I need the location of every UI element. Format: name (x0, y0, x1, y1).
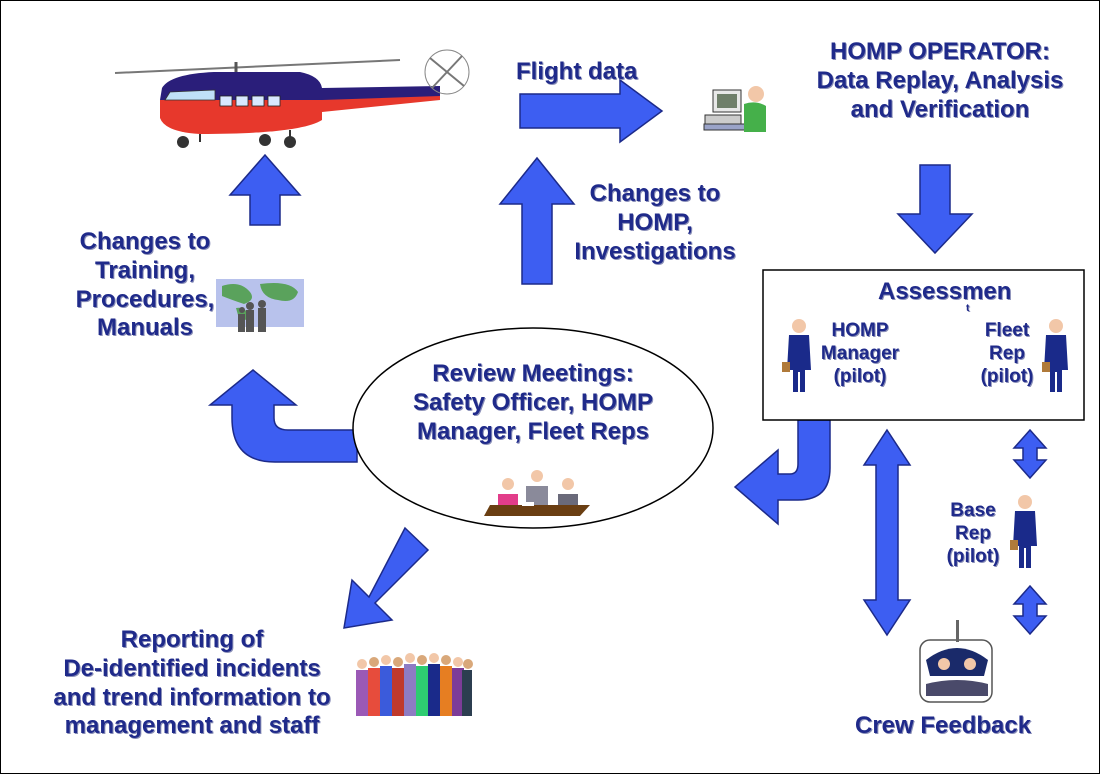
arrow-fleet-base (1012, 428, 1048, 480)
base-rep-line-1: Base (950, 500, 996, 521)
changes-training-line-3: Procedures, (75, 285, 215, 313)
crowd-of-staff-icon (356, 653, 473, 716)
reporting-label: Reporting of De-identified incidents and… (22, 626, 362, 741)
assessment-title: Assessmen t (878, 278, 1011, 315)
crew-feedback-label: Crew Feedback (855, 712, 1032, 739)
businessman-icon (782, 319, 811, 392)
changes-training-line-1: Changes to (79, 228, 211, 255)
review-line-2: Safety Officer, HOMP (412, 388, 654, 416)
homp-manager-line-2: Manager (820, 342, 900, 364)
arrow-review-to-training (207, 369, 358, 463)
changes-homp-label: Changes to HOMP, Investigations (555, 180, 755, 266)
changes-training-label: Changes to Training, Procedures, Manuals (50, 228, 240, 343)
arrow-flight-data (519, 78, 664, 144)
fleet-rep-line-3: (pilot) (980, 365, 1034, 387)
arrow-assessment-crew (862, 428, 912, 637)
base-rep-line-3: (pilot) (946, 545, 1000, 567)
review-meetings-label: Review Meetings: Safety Officer, HOMP Ma… (393, 360, 673, 446)
operator-line-3: and Verification (850, 95, 1030, 123)
operator-line-2: Data Replay, Analysis (816, 66, 1064, 94)
changes-homp-line-1: Changes to (589, 180, 721, 207)
assessment-box (762, 269, 1085, 421)
changes-homp-line-2: HOMP, (617, 208, 693, 236)
cockpit-crew-icon (919, 620, 993, 703)
flight-data-label: Flight data (516, 58, 638, 85)
arrow-up-changes-homp (498, 156, 576, 285)
review-line-1: Review Meetings: (432, 360, 634, 387)
homp-manager-label: HOMP Manager (pilot) (810, 320, 910, 388)
arrow-operator-to-assessment (896, 164, 974, 255)
operator-label: HOMP OPERATOR: Data Replay, Analysis and… (790, 38, 1090, 124)
changes-training-line-4: Manuals (96, 314, 194, 342)
base-rep-line-2: Rep (955, 522, 991, 544)
meeting-table-icon (484, 470, 590, 516)
world-map-people-icon (216, 279, 304, 332)
assessment-title-line-1: Assessmen (878, 278, 1012, 305)
businessman-icon (1010, 495, 1037, 568)
arrow-assessment-to-review (733, 419, 831, 526)
reporting-line-2: De-identified incidents (63, 654, 321, 682)
businessman-icon (1042, 319, 1068, 392)
reporting-line-4: management and staff (64, 712, 320, 740)
reporting-line-3: and trend information to (53, 683, 331, 711)
arrow-base-crew (1012, 584, 1048, 636)
arrow-to-reporting (343, 526, 430, 629)
base-rep-label: Base Rep (pilot) (938, 500, 1008, 568)
homp-manager-line-1: HOMP (831, 320, 889, 341)
arrow-up-to-helicopter (228, 153, 302, 226)
fleet-rep-label: Fleet Rep (pilot) (972, 320, 1042, 388)
reporting-line-1: Reporting of (120, 626, 264, 653)
changes-homp-line-3: Investigations (574, 237, 736, 265)
review-line-3: Manager, Fleet Reps (416, 417, 650, 445)
assessment-title-line-2: t (966, 302, 970, 314)
review-meetings-ellipse (352, 327, 714, 529)
computer-operator-icon (703, 86, 766, 132)
fleet-rep-line-2: Rep (989, 342, 1025, 364)
operator-line-1: HOMP OPERATOR: (829, 38, 1051, 65)
changes-training-line-2: Training, (94, 256, 195, 284)
fleet-rep-line-1: Fleet (984, 320, 1030, 341)
homp-manager-line-3: (pilot) (833, 365, 887, 387)
helicopter-icon (114, 49, 470, 148)
